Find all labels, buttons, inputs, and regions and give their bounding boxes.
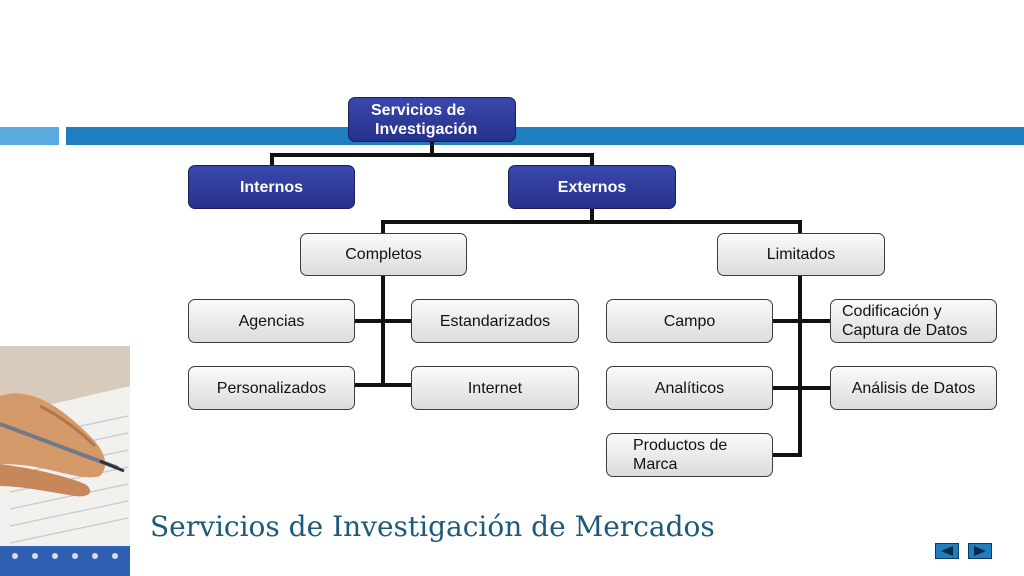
root-node-line1: Servicios de xyxy=(371,101,466,119)
left-arrow-icon xyxy=(941,546,953,556)
node-personalizados-label: Personalizados xyxy=(216,379,327,397)
node-productos-marca-line2: Marca xyxy=(633,456,678,473)
node-internet-label: Internet xyxy=(467,379,523,397)
node-completos-label: Completos xyxy=(345,246,422,263)
slide-title: Servicios de Investigación de Mercados xyxy=(150,510,715,543)
prev-slide-button[interactable] xyxy=(935,543,959,559)
node-campo: Campo xyxy=(606,299,773,343)
node-estandarizados-label: Estandarizados xyxy=(439,312,551,330)
node-codificacion: Codificación y Captura de Datos xyxy=(830,299,997,343)
node-analiticos: Analíticos xyxy=(606,366,773,410)
node-productos-marca: Productos de Marca xyxy=(606,433,773,477)
node-internos: Internos xyxy=(188,165,355,209)
root-node: Servicios de Investigación xyxy=(348,97,516,142)
node-analiticos-label: Analíticos xyxy=(654,379,725,397)
node-externos: Externos xyxy=(508,165,676,209)
node-limitados-label: Limitados xyxy=(766,246,836,263)
node-externos-label: Externos xyxy=(557,178,627,196)
accent-bar-right xyxy=(66,127,1024,145)
next-slide-button[interactable] xyxy=(968,543,992,559)
node-completos: Completos xyxy=(300,233,467,276)
node-campo-label: Campo xyxy=(663,312,716,330)
root-node-line2: Investigación xyxy=(375,120,478,138)
writing-hand-photo xyxy=(0,346,130,576)
accent-bar-left xyxy=(0,127,59,145)
node-analisis-datos: Análisis de Datos xyxy=(830,366,997,410)
node-agencias-label: Agencias xyxy=(238,312,305,330)
node-codificacion-line2: Captura de Datos xyxy=(842,322,968,339)
node-codificacion-line1: Codificación y xyxy=(842,303,942,320)
node-estandarizados: Estandarizados xyxy=(411,299,579,343)
node-analisis-datos-label: Análisis de Datos xyxy=(851,379,976,397)
node-internos-label: Internos xyxy=(239,178,304,196)
node-agencias: Agencias xyxy=(188,299,355,343)
node-productos-marca-line1: Productos de xyxy=(633,437,728,454)
node-limitados: Limitados xyxy=(717,233,885,276)
node-personalizados: Personalizados xyxy=(188,366,355,410)
right-arrow-icon xyxy=(974,546,986,556)
node-internet: Internet xyxy=(411,366,579,410)
